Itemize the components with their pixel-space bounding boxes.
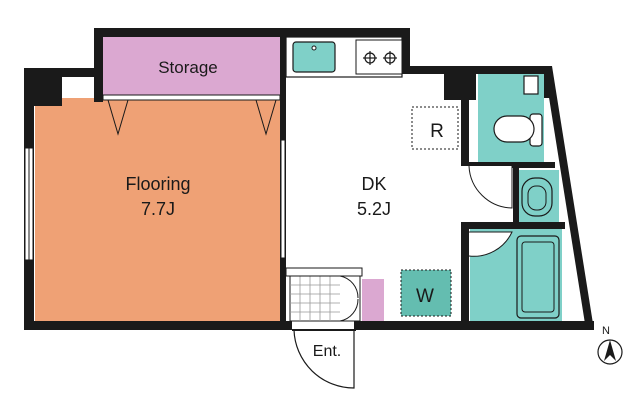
storage-label: Storage (158, 58, 218, 77)
washbasin-bowl-icon (527, 185, 547, 211)
faucet-icon (311, 45, 317, 51)
flooring-size: 7.7J (141, 199, 175, 219)
storage-rail (102, 94, 281, 101)
entrance-label: Ent. (313, 343, 341, 360)
refrigerator-label: R (430, 121, 444, 142)
slanted-wall (544, 66, 594, 330)
corner-niche (523, 75, 539, 95)
storage-door-swing-right (255, 99, 277, 136)
entrance-door-swing (293, 329, 355, 389)
dk-label: DK (361, 174, 386, 194)
washer-label: W (416, 286, 434, 307)
toilet-door-swing (468, 165, 513, 209)
storage-room (102, 37, 282, 99)
entrance-step (285, 267, 363, 277)
entrance-floor (289, 275, 361, 322)
bathtub-inner-icon (521, 241, 555, 313)
toilet-icon (493, 113, 543, 147)
bath-door-swing (468, 231, 513, 257)
washer-space (400, 269, 452, 317)
sink (292, 41, 336, 73)
flooring-room (35, 98, 282, 322)
burner-icon (363, 51, 397, 65)
shoe-cabinet-door-swing (339, 275, 359, 322)
dk-size: 5.2J (357, 199, 391, 219)
entrance-tile-grid (290, 276, 340, 321)
shoe-cabinet (362, 279, 384, 323)
storage-door-swing-left (107, 99, 129, 136)
bathtub-icon (516, 235, 560, 319)
compass-north-label: N (602, 325, 610, 337)
refrigerator-space (411, 106, 459, 150)
flooring-label: Flooring (125, 174, 190, 194)
compass-icon (597, 339, 623, 365)
